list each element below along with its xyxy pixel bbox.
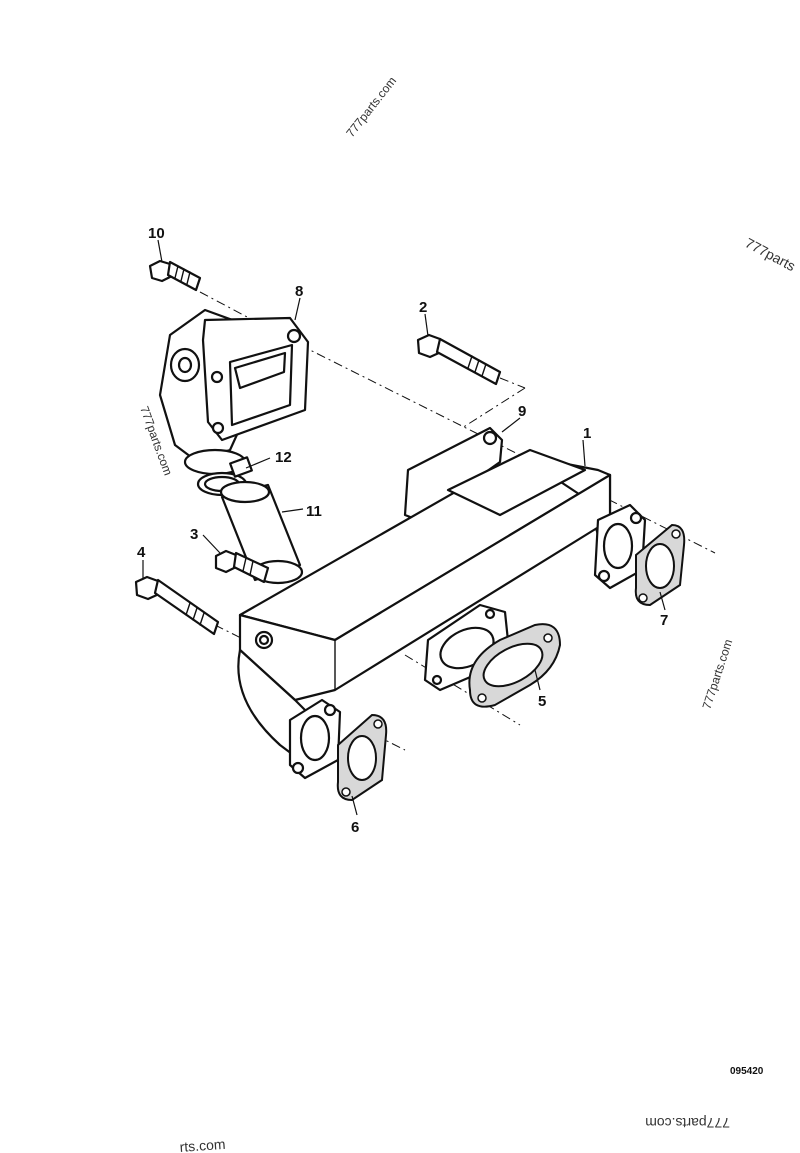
watermark-bottom-inverted: 777parts.com bbox=[645, 1115, 730, 1131]
leader-lines bbox=[142, 239, 666, 816]
callout-2: 2 bbox=[419, 299, 427, 316]
elbow-part-8 bbox=[158, 308, 310, 476]
figure-number: 095420 bbox=[730, 1066, 764, 1077]
callout-5: 5 bbox=[538, 693, 546, 710]
manifold-part-1 bbox=[237, 448, 647, 780]
callout-12: 12 bbox=[275, 449, 292, 466]
callout-1: 1 bbox=[583, 425, 591, 442]
watermark-right-edge: 777parts bbox=[743, 235, 799, 275]
callout-7: 7 bbox=[660, 612, 668, 629]
callout-8: 8 bbox=[295, 283, 303, 300]
callout-11: 11 bbox=[306, 503, 322, 520]
watermark-top: 777parts.com bbox=[343, 74, 399, 140]
bolt-part-2 bbox=[416, 333, 502, 386]
bolt-part-4 bbox=[134, 575, 220, 636]
gasket-part-7 bbox=[634, 523, 686, 607]
gasket-part-9 bbox=[403, 426, 504, 522]
callout-3: 3 bbox=[190, 526, 198, 543]
callout-10: 10 bbox=[148, 225, 165, 242]
bolt-part-3 bbox=[214, 549, 270, 584]
callout-4: 4 bbox=[137, 544, 146, 561]
gasket-part-5 bbox=[468, 623, 562, 708]
watermark-bottom-cut: rts.com bbox=[179, 1136, 226, 1153]
callout-9: 9 bbox=[518, 403, 526, 420]
watermark-right: 777parts.com bbox=[700, 637, 736, 710]
callout-6: 6 bbox=[351, 819, 359, 836]
gasket-part-6 bbox=[336, 713, 388, 802]
bolt-part-10 bbox=[148, 259, 202, 292]
